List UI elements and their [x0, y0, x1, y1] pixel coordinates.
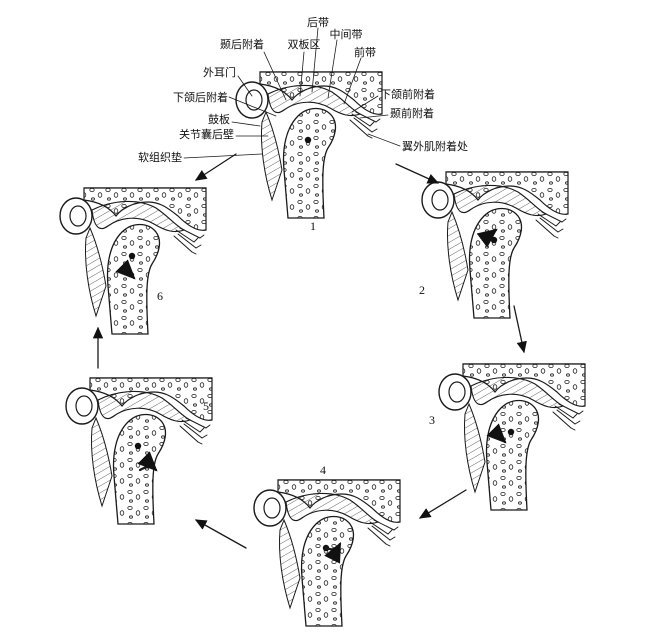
label-bilaminar-zone: 双板区	[288, 37, 321, 51]
label-intermediate-zone: 中间带	[330, 28, 363, 41]
cycle-arrow-3-to-4	[418, 489, 467, 519]
joint-section-stage-6	[59, 187, 207, 335]
joint-section-stage-5	[65, 377, 213, 525]
cycle-arrow-1-to-2	[395, 163, 440, 184]
stage-number-1: 1	[310, 219, 316, 233]
label-leader-lines	[183, 27, 401, 159]
label-soft-tissue-pad: 软组织垫	[138, 150, 182, 164]
rotation-arrow-stage-4	[324, 542, 342, 564]
cycle-arrow-6-to-1	[194, 153, 237, 181]
label-tympanic-plate: 鼓板	[208, 112, 230, 126]
label-mandibular-posterior-attachment: 下颌后附着	[173, 90, 228, 104]
stage-number-3: 3	[429, 413, 435, 427]
joint-section-stage-4	[253, 479, 401, 627]
label-posterior-band: 后带	[307, 16, 329, 29]
label-mandibular-anterior-attachment: 下颌前附着	[380, 87, 435, 101]
rotation-arrow-stage-2	[476, 228, 498, 248]
stage-number-6: 6	[157, 289, 163, 303]
joint-section-stage-1	[235, 71, 383, 219]
label-temporal-anterior-attachment: 颞前附着	[390, 106, 434, 120]
label-posterior-capsule-wall: 关节囊后壁	[179, 127, 234, 141]
stage-number-2: 2	[419, 283, 425, 297]
cycle-arrow-2-to-3	[513, 305, 527, 354]
joint-section-stage-2	[421, 171, 569, 319]
cycle-arrow-4-to-5	[194, 519, 247, 549]
rotation-arrow-stage-5	[137, 451, 158, 472]
joint-section-stage-3	[438, 363, 586, 511]
label-pterygoid-attachment: 翼外肌附着处	[402, 139, 468, 153]
stage-number-5: 5	[203, 399, 209, 413]
label-temporal-posterior-attachment: 颞后附着	[220, 37, 264, 51]
rotation-arrow-stage-6	[115, 259, 136, 280]
rotation-arrow-stage-3	[486, 423, 507, 444]
stage-number-4: 4	[320, 463, 326, 477]
label-external-acoustic-meatus: 外耳门	[203, 65, 236, 79]
label-anterior-band: 前带	[354, 45, 376, 59]
